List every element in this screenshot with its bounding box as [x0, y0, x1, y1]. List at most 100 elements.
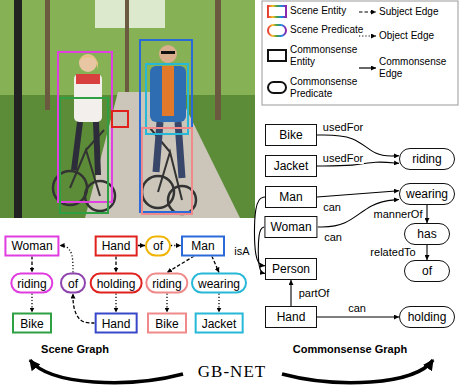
node-label: of [422, 264, 432, 278]
subject-edge [115, 256, 116, 273]
scene-entity: Woman [4, 235, 59, 256]
node-label: holding [408, 310, 447, 324]
legend-sample [268, 82, 286, 93]
scene-predicate: holding [90, 273, 143, 294]
commonsense-edge [426, 245, 427, 260]
commonsense-predicate: holding [399, 306, 455, 328]
legend-sample [359, 12, 376, 13]
node-label: Bike [20, 316, 43, 330]
subject-edge [31, 256, 32, 273]
node-label: Person [272, 262, 310, 276]
label-text: Commonsense Graph [293, 343, 407, 355]
legend-line [359, 35, 376, 36]
man-shirt [162, 66, 174, 116]
legend-sample [359, 68, 376, 69]
subject-edge [137, 245, 145, 246]
object-edge [218, 294, 219, 313]
scene-entity: Bike [12, 313, 52, 334]
bounding-box [58, 52, 112, 202]
edge-label: can [322, 201, 342, 213]
woman-head [79, 54, 97, 72]
legend-shape [268, 6, 286, 17]
node-label: wearing [406, 187, 448, 201]
graph-label: Commonsense Graph [293, 343, 407, 355]
edge-label: partOf [298, 287, 331, 299]
node-label: has [417, 227, 436, 241]
graph-label: Scene Graph [41, 343, 109, 355]
bounding-box [60, 98, 108, 213]
legend-sample [268, 25, 286, 36]
commonsense-predicate: of [404, 260, 450, 282]
node-label: riding [412, 152, 441, 166]
commonsense-entity: Man [265, 186, 317, 208]
commonsense-entity: Person [265, 258, 317, 280]
legend-text: Scene Entity [290, 5, 346, 17]
lamp-post [14, 0, 22, 218]
commonsense-edge [317, 191, 399, 197]
object-edge [31, 294, 32, 313]
scene-predicate: wearing [191, 273, 247, 294]
commonsense-entity: Jacket [265, 155, 317, 177]
node-label: Jacket [202, 316, 237, 330]
photo-ground [0, 0, 255, 218]
object-edge [171, 245, 181, 246]
edge-label: usedFor [322, 121, 364, 133]
node-label: Man [279, 190, 302, 204]
bounding-box [142, 128, 192, 214]
man-head [159, 45, 177, 63]
tree-trunk [125, 0, 129, 100]
legend-text: Commonsense Entity [290, 44, 359, 68]
subject-edge [73, 294, 95, 324]
node-label: wearing [198, 276, 240, 290]
edge-label: mannerOf [373, 208, 424, 220]
commonsense-edge [290, 280, 291, 306]
legend-text: Commonsense Edge [379, 56, 453, 80]
legend-line [359, 67, 376, 68]
node-label: Bike [279, 128, 302, 142]
scene-entity: Jacket [195, 313, 244, 334]
commonsense-edge [317, 316, 399, 317]
commonsense-predicate: riding [399, 148, 455, 170]
bounding-box [112, 111, 128, 127]
label-text: GB-NET [198, 362, 266, 381]
commonsense-edge [426, 205, 427, 223]
photo [0, 0, 255, 218]
node-label: Man [191, 239, 214, 253]
commonsense-predicate: has [404, 223, 450, 245]
scene-predicate: riding [145, 273, 188, 294]
object-edge [115, 294, 116, 313]
man-sunglasses [161, 51, 175, 54]
label-text: Scene Graph [41, 343, 109, 355]
node-label: of [153, 239, 163, 253]
tree-trunk [215, 0, 221, 120]
man-jacket [150, 66, 186, 122]
legend-shape [268, 50, 286, 61]
commonsense-entity: Woman [264, 216, 317, 238]
bounding-box [146, 64, 188, 134]
edge-label: isA [233, 245, 250, 257]
node-label: riding [152, 276, 181, 290]
scene-entity: Hand [95, 313, 138, 334]
legend-line [359, 11, 376, 12]
node-label: Bike [155, 316, 178, 330]
man-legs [156, 122, 182, 178]
node-label: Woman [11, 239, 52, 253]
edge-label: usedFor [322, 152, 364, 164]
edge-label: can [347, 302, 367, 314]
subject-edge [212, 256, 219, 273]
woman-legs [74, 122, 98, 175]
legend-text: Subject Edge [379, 6, 439, 18]
scene-predicate: of [145, 235, 171, 256]
tree-trunk [45, 0, 50, 110]
scene-predicate: of [60, 273, 86, 294]
model-arrow [30, 360, 183, 383]
graph-label: GB-NET [198, 362, 266, 382]
subject-edge [167, 256, 194, 273]
node-label: holding [97, 276, 136, 290]
node-label: riding [17, 276, 46, 290]
node-label: Woman [270, 220, 311, 234]
legend-shape [268, 25, 286, 36]
node-label: Hand [102, 316, 131, 330]
scene-entity: Man [181, 235, 225, 256]
woman-scarf [76, 74, 100, 84]
